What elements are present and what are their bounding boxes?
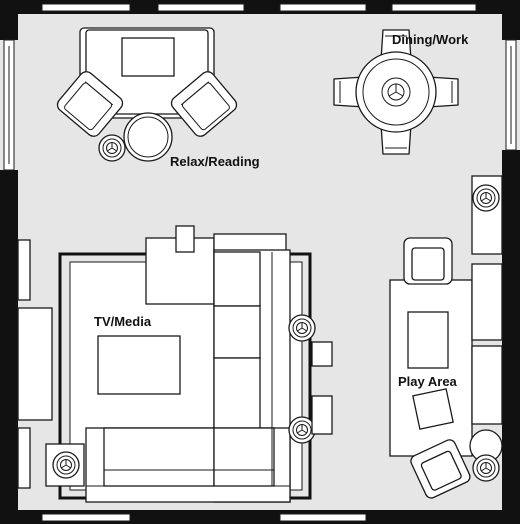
coffee-table <box>97 335 181 395</box>
lamp-play <box>472 454 500 482</box>
tv-console <box>17 307 53 421</box>
lamp-right-wall <box>472 184 500 212</box>
play-table <box>407 311 449 369</box>
lamp-tv-top <box>288 314 316 342</box>
lamp-tv-corner <box>52 451 80 479</box>
label-tv-media: TV/Media <box>94 314 152 329</box>
sectional-sofa <box>85 233 291 503</box>
lamp-relax <box>98 134 126 162</box>
relax-reading-area <box>54 27 240 162</box>
play-chair-bottom <box>410 439 471 499</box>
label-play-area: Play Area <box>398 374 458 389</box>
play-chair-top <box>403 237 453 285</box>
label-relax-reading: Relax/Reading <box>170 154 260 169</box>
lamp-tv-bottom <box>288 416 316 444</box>
label-dining-work: Dining/Work <box>392 32 469 47</box>
tv-media-area <box>17 225 333 503</box>
play-area <box>389 175 503 499</box>
side-table <box>123 112 173 162</box>
dining-area <box>333 29 459 155</box>
